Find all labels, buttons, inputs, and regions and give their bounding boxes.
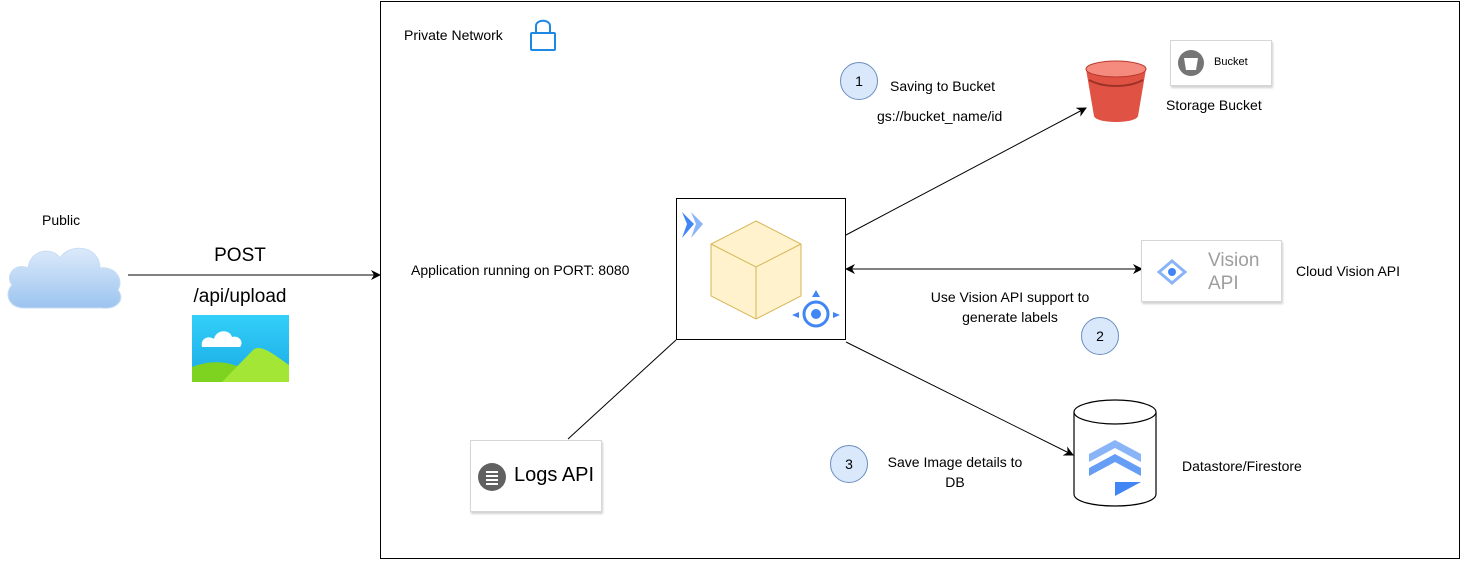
app-engine-chevron-icon <box>682 212 703 238</box>
vision-api-card[interactable]: Vision API <box>1141 240 1282 302</box>
http-method: POST <box>214 245 266 266</box>
application-node[interactable] <box>676 198 846 340</box>
lock-icon <box>530 19 556 51</box>
vision-card-title: Vision API <box>1208 249 1259 295</box>
application-label: Application running on PORT: 8080 <box>411 262 630 278</box>
step-3-badge: 3 <box>830 445 868 483</box>
step-1-badge: 1 <box>840 62 878 100</box>
upload-endpoint: /api/upload <box>193 286 287 307</box>
step-3-line-1: Save Image details to <box>887 454 1023 470</box>
step-1-text: Saving to Bucket <box>890 78 996 94</box>
firestore-icon <box>1089 440 1141 496</box>
step-2-text: Use Vision API support to generate label… <box>900 287 1120 327</box>
step-3-text: Save Image details to DB <box>870 452 1040 492</box>
step-2-badge: 2 <box>1081 317 1119 355</box>
logs-api-card[interactable]: Logs API <box>470 440 602 512</box>
step-2-line-2: generate labels <box>962 309 1058 325</box>
database-arrow <box>845 341 1074 456</box>
cloud-vision-label: Cloud Vision API <box>1296 263 1401 279</box>
image-file-icon <box>192 315 289 382</box>
bucket-icon <box>1178 50 1204 76</box>
bucket-card[interactable]: Bucket <box>1170 40 1272 86</box>
private-network-label: Private Network <box>404 27 503 43</box>
bucket-card-label: Bucket <box>1214 56 1248 68</box>
target-crosshair-icon <box>792 290 840 328</box>
database-cylinder-icon <box>1073 399 1157 507</box>
public-cloud-icon <box>7 247 122 309</box>
vision-api-icon <box>1157 259 1187 285</box>
datastore-label: Datastore/Firestore <box>1182 458 1302 474</box>
storage-bucket-label: Storage Bucket <box>1166 97 1262 113</box>
storage-bucket-icon <box>1085 60 1147 122</box>
logs-connector <box>567 339 677 440</box>
vision-card-line-1: Vision <box>1208 250 1260 271</box>
logs-api-label: Logs API <box>514 464 595 486</box>
vision-card-line-2: API <box>1208 273 1239 294</box>
logs-api-icon <box>478 463 506 491</box>
private-network-boundary <box>380 1 1460 559</box>
step-3-line-2: DB <box>945 474 965 490</box>
container-cube-icon <box>710 220 802 320</box>
bucket-path: gs://bucket_name/id <box>877 108 1003 124</box>
bucket-arrow <box>845 107 1087 236</box>
step-2-line-1: Use Vision API support to <box>930 289 1090 305</box>
public-label: Public <box>42 212 81 228</box>
